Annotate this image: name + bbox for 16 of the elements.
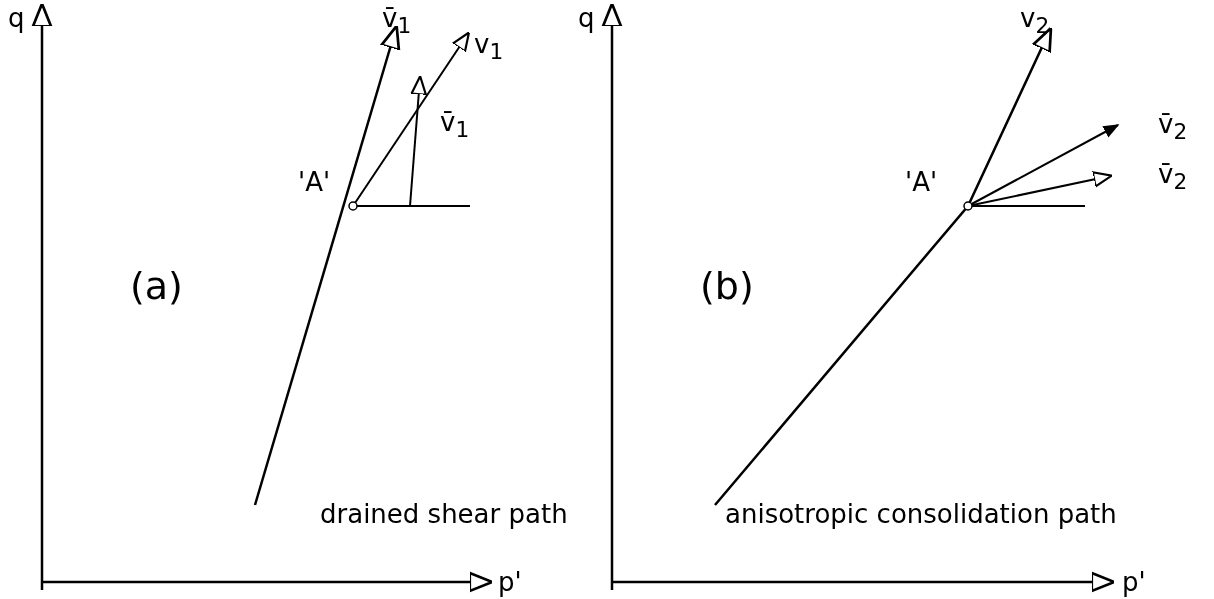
panel-label: (b)	[700, 265, 754, 309]
point-label: 'A'	[298, 168, 331, 198]
axis-label: p'	[1122, 568, 1146, 598]
axis-label: p'	[498, 568, 522, 598]
path-label: anisotropic consolidation path	[725, 500, 1118, 530]
vector-label: v$_{1}$	[474, 30, 504, 66]
vector-label: v̄$_{1}$	[440, 108, 470, 144]
vector-label: v$_{2}$	[1020, 4, 1050, 40]
path-label: drained shear path	[320, 500, 568, 530]
panel-label: (a)	[130, 265, 183, 309]
axis-label: q	[578, 4, 595, 34]
vector-label: v̄$_{2}$	[1158, 110, 1188, 146]
vector-label: v̄$_{1}$	[382, 4, 412, 40]
axis-label: q	[8, 4, 25, 34]
vector-label: v̄$_{2}$	[1158, 160, 1188, 196]
point-label: 'A'	[905, 168, 938, 198]
